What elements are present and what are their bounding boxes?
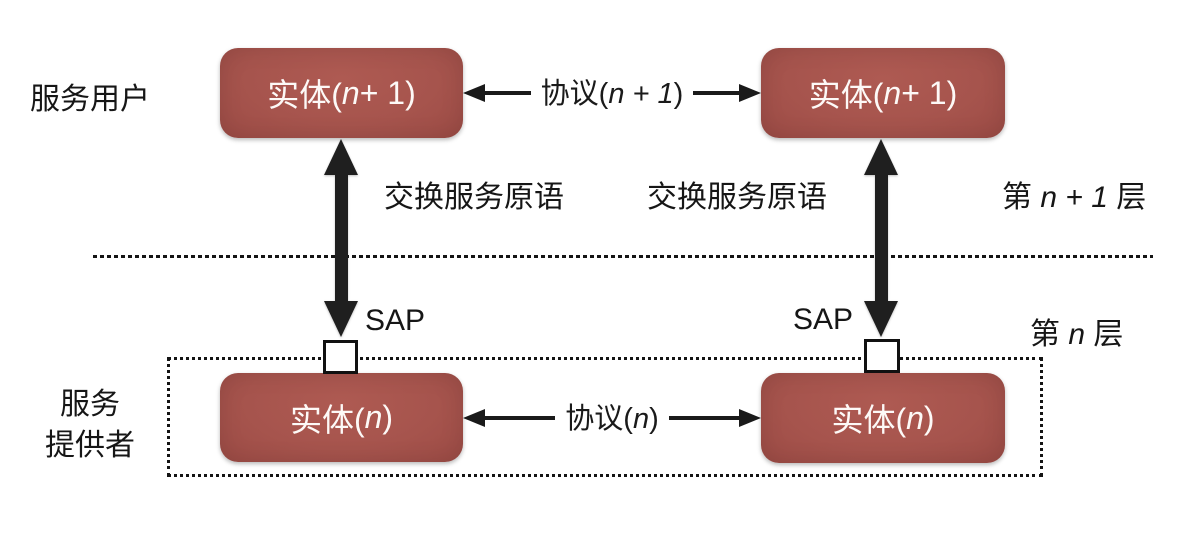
entity-box-bottom-right: 实体(n) [761, 373, 1005, 463]
protocol-arrow-lower: 协议(n) [463, 400, 762, 436]
arrowhead-down-icon [324, 301, 358, 337]
arrow-line [485, 91, 531, 95]
entity-label-post: ) [923, 399, 935, 436]
label-service-user: 服务用户 [30, 83, 150, 116]
sap-square-left [323, 340, 358, 374]
entity-label-var: n [364, 399, 383, 435]
arrow-shaft [334, 169, 348, 307]
label-service-provider-line1: 服务 [60, 388, 120, 421]
entity-box-top-right: 实体(n + 1) [761, 48, 1005, 138]
protocol-label-pre: 协议( [565, 403, 633, 435]
sap-label-left: SAP [365, 304, 426, 337]
primitives-label-left: 交换服务原语 [384, 181, 564, 214]
layer-separator-line [93, 255, 1153, 258]
protocol-label-var: n [632, 403, 650, 435]
arrowhead-left-icon [463, 409, 485, 427]
arrow-line [693, 91, 739, 95]
protocol-label-upper: 协议(n + 1) [531, 70, 694, 112]
layer-label-post: 层 [1107, 181, 1147, 214]
entity-label-var: n [883, 74, 902, 111]
protocol-label-post: ) [673, 78, 684, 110]
entity-label: 实体( [289, 401, 365, 438]
protocol-label-lower: 协议(n) [555, 395, 668, 437]
layer-label-pre: 第 [1002, 181, 1041, 214]
service-primitives-arrow-right [864, 139, 898, 337]
label-service-provider-line2: 提供者 [45, 429, 135, 462]
protocol-label-var: n + 1 [608, 78, 674, 110]
service-primitives-arrow-left [324, 139, 358, 337]
arrowhead-right-icon [739, 409, 762, 427]
arrow-line [668, 416, 740, 420]
provider-boundary-box [167, 357, 1043, 477]
layer-label-var: n [1068, 318, 1086, 351]
protocol-label-post: ) [649, 403, 659, 435]
arrow-shaft [874, 169, 888, 307]
entity-label-var: n [341, 74, 360, 111]
layer-label-lower: 第 n 层 [1030, 309, 1123, 353]
sap-square-right [864, 339, 900, 373]
sap-label-right: SAP [793, 303, 854, 336]
layer-label-post: 层 [1085, 318, 1124, 351]
label-service-provider: 服务 提供者 [18, 384, 162, 466]
primitives-label-right: 交换服务原语 [647, 181, 827, 214]
entity-label-post: + 1) [359, 74, 416, 111]
entity-label-post: + 1) [901, 74, 958, 111]
protocol-label-pre: 协议( [540, 78, 609, 110]
entity-label: 实体( [831, 402, 907, 438]
arrowhead-right-icon [739, 84, 761, 102]
entity-label-var: n [906, 399, 924, 436]
layer-label-var: n + 1 [1040, 181, 1108, 214]
layer-label-upper: 第 n + 1 层 [1002, 172, 1146, 216]
layer-label-pre: 第 [1030, 318, 1069, 351]
arrowhead-down-icon [864, 301, 898, 337]
entity-label: 实体( [267, 77, 342, 113]
arrow-line [485, 416, 556, 420]
entity-label-post: ) [382, 399, 394, 435]
entity-box-bottom-left: 实体(n) [220, 373, 463, 462]
entity-label: 实体( [808, 77, 884, 113]
entity-box-top-left: 实体(n + 1) [220, 48, 463, 138]
protocol-arrow-upper: 协议(n + 1) [463, 75, 761, 111]
arrowhead-left-icon [463, 84, 485, 102]
